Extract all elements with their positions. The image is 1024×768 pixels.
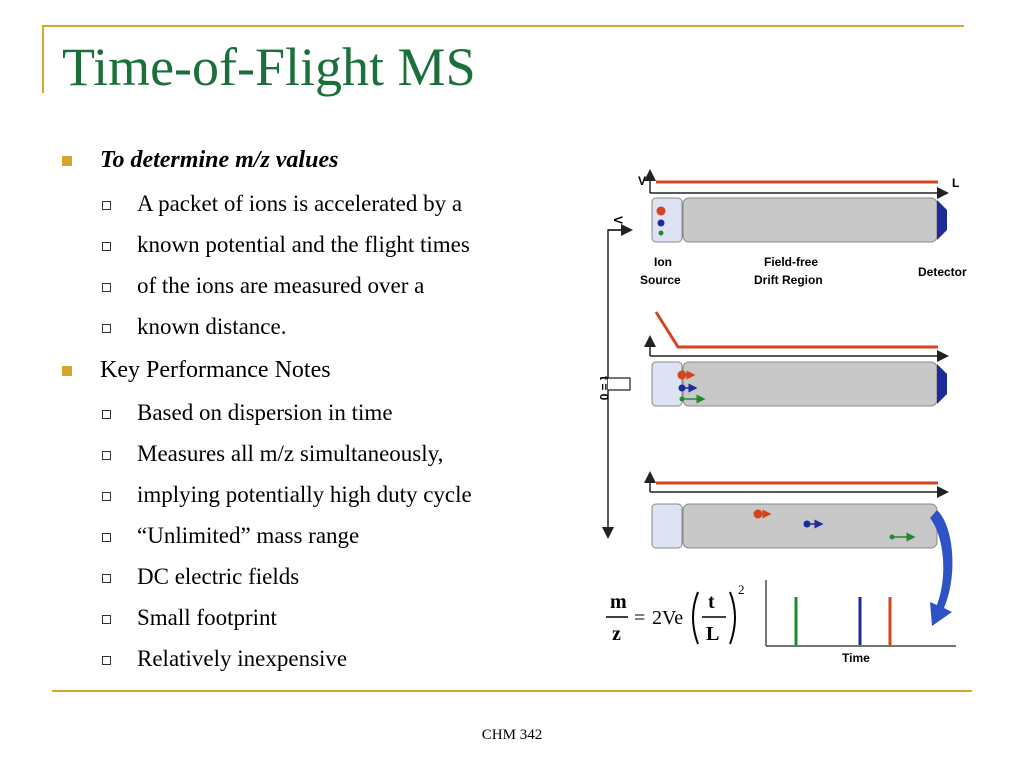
sub-bullet-text: known distance. — [137, 314, 287, 339]
sub-bullet-text: Relatively inexpensive — [137, 646, 348, 671]
sub-bullet-text: A packet of ions is accelerated by a — [137, 191, 463, 216]
green-ion — [658, 230, 664, 236]
panel-1: V L Ion Source Field-free Drift Region D… — [638, 169, 967, 287]
drift-region-label: Drift Region — [754, 273, 823, 287]
eq-coef: 2Ve — [652, 607, 683, 629]
t0-label: t = 0 — [597, 376, 611, 401]
v-axis-label: V — [638, 174, 646, 188]
eq-t: t — [708, 591, 715, 613]
sub-bullet-text: implying potentially high duty cycle — [137, 482, 472, 507]
ion-source — [651, 197, 683, 243]
hollow-square-bullet-icon — [102, 615, 111, 624]
tof-diagram: V L Ion Source Field-free Drift Region D… — [597, 169, 967, 665]
l-axis-label: L — [952, 176, 959, 190]
square-bullet-icon — [62, 366, 72, 376]
hollow-square-bullet-icon — [102, 201, 111, 210]
mz-equation: m z = 2Ve t L 2 — [606, 582, 745, 645]
sub-bullet-text: Small footprint — [137, 605, 277, 630]
hollow-square-bullet-icon — [102, 574, 111, 583]
eq-exponent: 2 — [738, 582, 745, 597]
bullet-text: Key Performance Notes — [100, 357, 331, 383]
field-free-label: Field-free — [764, 255, 818, 269]
panel-2 — [644, 311, 949, 407]
hollow-square-bullet-icon — [102, 242, 111, 251]
hollow-square-bullet-icon — [102, 451, 111, 460]
curved-arrow-icon — [930, 510, 953, 626]
sub-bullet-text: Measures all m/z simultaneously, — [137, 441, 444, 466]
eq-z: z — [612, 623, 621, 645]
drift-tube — [682, 503, 938, 549]
detector-icon — [937, 364, 947, 404]
time-spectrum: Time — [765, 580, 956, 665]
slide-title: Time-of-Flight MS — [62, 37, 476, 97]
detector-label: Detector — [918, 265, 967, 279]
ion-source — [651, 361, 683, 407]
hollow-square-bullet-icon — [102, 533, 111, 542]
red-ion — [656, 206, 666, 216]
eq-equals: = — [634, 607, 645, 629]
panel-3 — [644, 471, 953, 626]
hollow-square-bullet-icon — [102, 283, 111, 292]
left-rule — [42, 25, 44, 93]
sub-bullet-text: known potential and the flight times — [137, 232, 470, 257]
square-bullet-icon — [62, 156, 72, 166]
time-axis: V t = 0 — [597, 216, 633, 539]
slide-footer: CHM 342 — [481, 727, 543, 743]
ion-label: Ion — [654, 255, 672, 269]
sub-bullet-text: “Unlimited” mass range — [137, 523, 360, 548]
sub-bullet-text: of the ions are measured over a — [137, 273, 425, 298]
detector-icon — [937, 200, 947, 240]
hollow-square-bullet-icon — [102, 410, 111, 419]
sub-bullet-text: DC electric fields — [137, 564, 300, 589]
bottom-rule — [52, 690, 972, 692]
drift-tube — [682, 361, 938, 407]
blue-ion — [657, 219, 665, 227]
eq-m: m — [610, 591, 627, 613]
voltage-label: V — [611, 216, 625, 224]
potential-line — [654, 311, 938, 349]
eq-L: L — [706, 623, 719, 645]
top-rule — [42, 25, 964, 27]
time-label: Time — [842, 651, 870, 665]
sub-bullet-text: Based on dispersion in time — [137, 400, 393, 425]
hollow-square-bullet-icon — [102, 656, 111, 665]
drift-tube — [682, 197, 938, 243]
hollow-square-bullet-icon — [102, 492, 111, 501]
source-label: Source — [640, 273, 681, 287]
hollow-square-bullet-icon — [102, 324, 111, 333]
ion-source — [651, 503, 683, 549]
bullet-text: To determine m/z values — [100, 147, 339, 173]
